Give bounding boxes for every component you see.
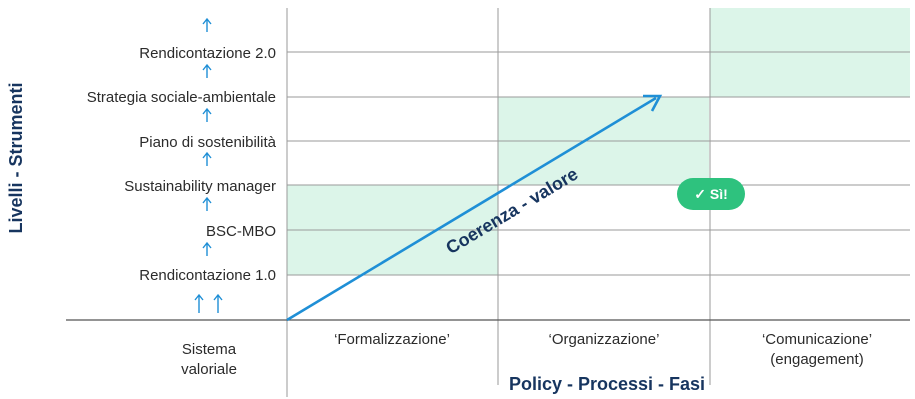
check-icon: ✓ [694,185,706,202]
up-arrow-icon [202,241,212,256]
y-axis-title: Livelli - Strumenti [6,82,26,233]
phase-label-engagement: (engagement) [770,351,863,368]
up-arrow-icon [213,293,223,313]
up-arrow-icon [202,151,212,166]
si-badge: ✓ Sì! [677,178,745,210]
x-axis-title: Policy - Processi - Fasi [509,374,705,394]
up-arrow-icon [202,17,212,32]
coerenza-valore-arrow [286,94,663,322]
phase-label-organizzazione: ‘Organizzazione’ [549,331,660,348]
up-arrow-icon [202,196,212,211]
up-arrow-icon [202,107,212,122]
up-arrow-icon [194,293,204,313]
level-label-piano: Piano di sostenibilità [139,134,276,151]
badge-text: Sì! [709,186,728,202]
level-label-rendicontazione-1: Rendicontazione 1.0 [139,267,276,284]
level-label-bsc-mbo: BSC-MBO [206,223,276,240]
phase-label-comunicazione: ‘Comunicazione’ [762,331,872,348]
level-label-rendicontazione-2: Rendicontazione 2.0 [139,45,276,62]
level-label-sustainability-manager: Sustainability manager [124,178,276,195]
level-up-arrows [194,17,223,313]
horizontal-gridlines [287,51,910,276]
phase-label-formalizzazione: ‘Formalizzazione’ [334,331,450,348]
up-arrow-icon [202,63,212,78]
level-label-strategia: Strategia sociale-ambientale [87,89,276,106]
base-label-line1: Sistema [182,341,237,358]
base-label-line2: valoriale [181,361,237,378]
